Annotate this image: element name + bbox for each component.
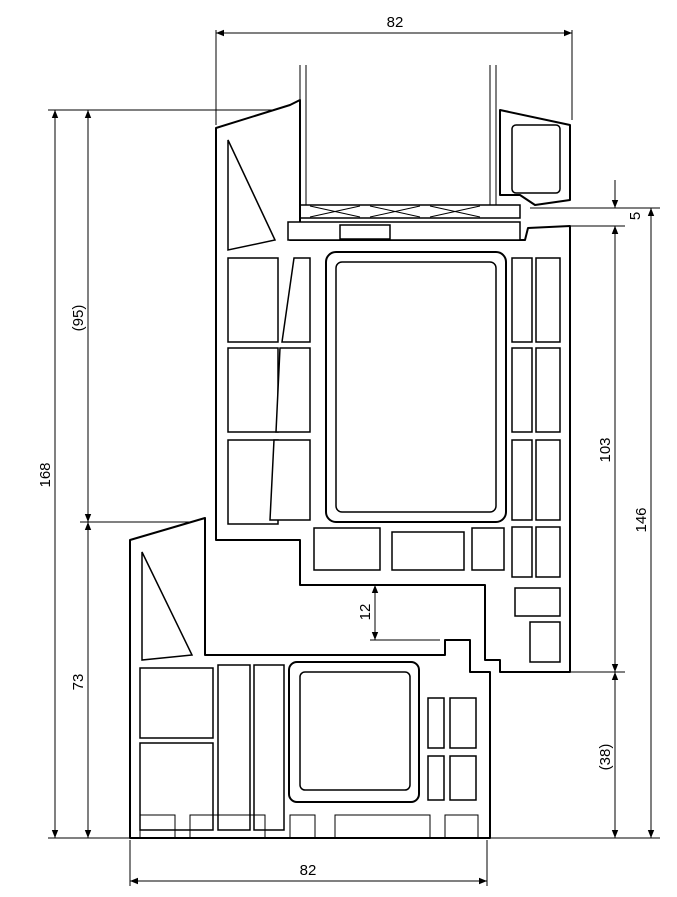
label-top-width: 82 (387, 14, 404, 31)
glass-pane (297, 65, 521, 219)
label-gasket-offset: 5 (627, 212, 644, 220)
label-frame-visible: (38) (597, 744, 614, 771)
label-rebate: 12 (357, 604, 374, 621)
label-frame-height: 73 (70, 674, 87, 691)
label-sash-visible: 103 (597, 437, 614, 462)
label-right-total: 146 (633, 507, 650, 532)
dimension-lines (51, 29, 655, 885)
label-bottom-width: 82 (300, 862, 317, 879)
sash-profile (215, 99, 571, 673)
dimension-labels: 82 82 168 (95) 73 5 103 146 (38) 12 (37, 14, 650, 879)
frame-profile (129, 517, 491, 839)
label-sash-height: (95) (70, 305, 87, 332)
label-total-height: 168 (37, 462, 54, 487)
glazing-bead (499, 109, 571, 206)
